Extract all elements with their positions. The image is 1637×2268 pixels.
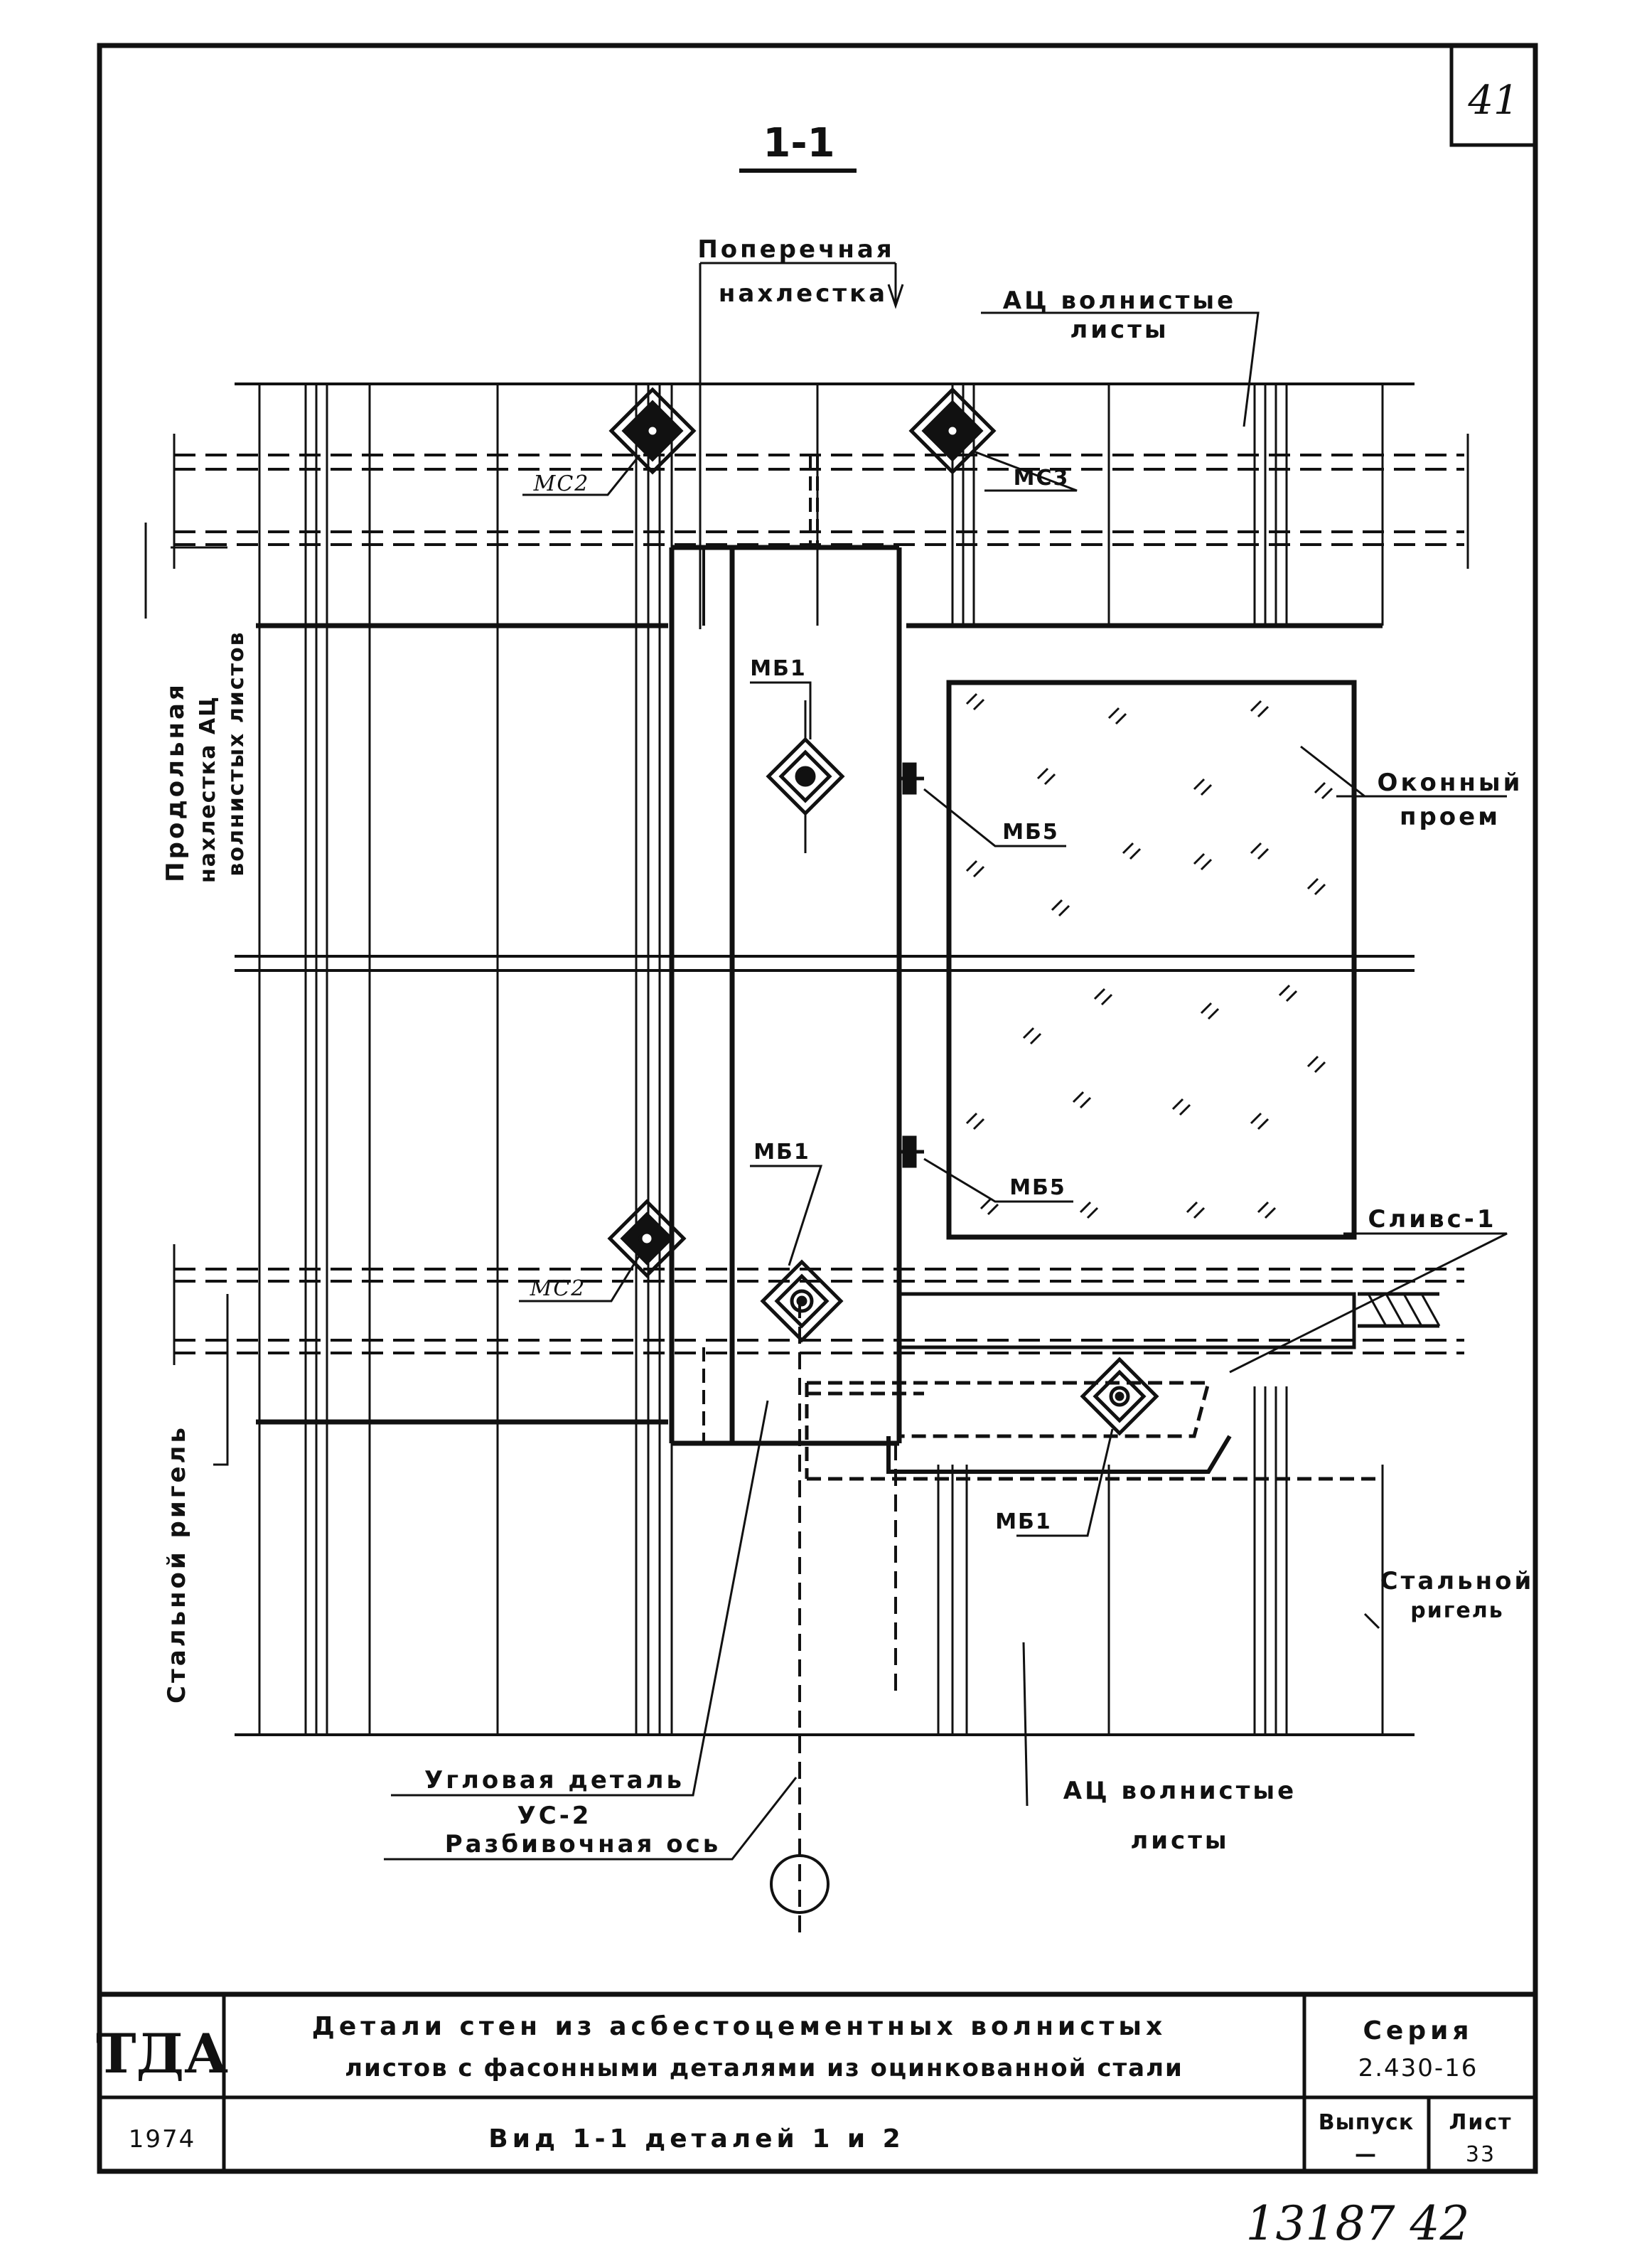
mb1-top-fastener (766, 700, 845, 853)
label-mb1-bottom: МБ1 (995, 1509, 1052, 1534)
label-mc2-top: МС2 (533, 471, 590, 496)
label-ac-sheets-bottom-2: листы (1130, 1826, 1229, 1855)
label-steel-girder-right-1: Стальной (1380, 1567, 1535, 1595)
layout-axis-circle (770, 1854, 830, 1914)
title-block-issue-value: — (1355, 2142, 1378, 2167)
sheet-frame (97, 43, 1538, 2174)
label-sill: Сливс-1 (1368, 1205, 1496, 1234)
corner-part-us2 (669, 545, 902, 1446)
corrugation-lines-right (816, 384, 1384, 1735)
label-corner-part-2: УС-2 (517, 1802, 592, 1830)
label-mb1-mid: МБ1 (753, 1140, 810, 1165)
mb5-top-fastener (899, 762, 924, 795)
label-steel-girder-left: Стальной ригель (163, 1425, 191, 1703)
mb1-bottom-fastener (1080, 1357, 1159, 1436)
mc2-top-fastener (608, 387, 697, 475)
steel-girder-top (174, 454, 1464, 546)
title-block-title-line-2: листов с фасонными деталями из оцинкован… (345, 2054, 1184, 2082)
label-steel-girder-right-2: ригель (1410, 1598, 1503, 1623)
mc2-bottom-fastener (607, 1199, 687, 1278)
label-transverse-overlap-1: Поперечная (697, 235, 894, 264)
title-block-series-label: Серия (1363, 2016, 1474, 2045)
label-longitudinal-overlap-1: Продольная (161, 682, 190, 882)
label-window-opening-1: Оконный (1378, 769, 1523, 797)
leader-lines (171, 262, 1508, 1861)
label-mb5-bottom: МБ5 (1009, 1175, 1066, 1200)
title-block-issue-label: Выпуск (1319, 2110, 1414, 2135)
label-transverse-overlap-2: нахлестка (719, 279, 888, 308)
mb1-mid-fastener (760, 1259, 844, 1343)
mb5-bottom-fastener (899, 1135, 924, 1168)
label-mc2-bottom: МС2 (530, 1276, 586, 1301)
corrugation-lines-left (258, 384, 673, 1735)
title-block-sheet-label: Лист (1449, 2110, 1512, 2135)
title-block-subtitle: Вид 1-1 деталей 1 и 2 (488, 2124, 904, 2154)
glass-hatching (965, 692, 1333, 1219)
title-block-sheet-value: 33 (1466, 2142, 1496, 2167)
label-layout-axis: Разбивочная ось (445, 1830, 721, 1858)
label-window-opening-2: проем (1400, 803, 1501, 831)
window-opening (946, 680, 1357, 1240)
label-longitudinal-overlap-3: волнистых листов (224, 631, 249, 876)
label-corner-part-1: Угловая деталь (424, 1766, 685, 1794)
title-block-title-line-1: Детали стен из асбестоцементных волнисты… (312, 2012, 1166, 2041)
section-title-text: 1-1 (763, 120, 834, 166)
title-block-logo: ТДА (96, 2022, 228, 2085)
title-block (100, 1991, 1535, 2171)
label-ac-sheets-bottom-1: АЦ волнистые (1063, 1777, 1297, 1805)
mc3-fastener (908, 387, 997, 475)
label-mb5-top: МБ5 (1002, 820, 1059, 845)
title-block-series-value: 2.430-16 (1358, 2054, 1478, 2082)
label-ac-sheets-top-2: листы (1070, 316, 1169, 344)
label-mb1-top: МБ1 (750, 656, 807, 681)
sheet-number-box: 41 (1449, 43, 1537, 147)
label-ac-sheets-top-1: АЦ волнистые (1003, 287, 1236, 315)
label-mc3: МС3 (1014, 466, 1070, 491)
title-block-year: 1974 (129, 2125, 196, 2154)
sill-slivs1 (805, 1292, 1441, 1481)
label-longitudinal-overlap-2: нахлестка АЦ (195, 695, 220, 883)
footer-handwritten-number: 13187 42 (1246, 2196, 1470, 2251)
section-title: 1-1 (739, 120, 857, 173)
fasteners (607, 387, 1159, 1436)
sheet-number: 41 (1467, 77, 1518, 124)
